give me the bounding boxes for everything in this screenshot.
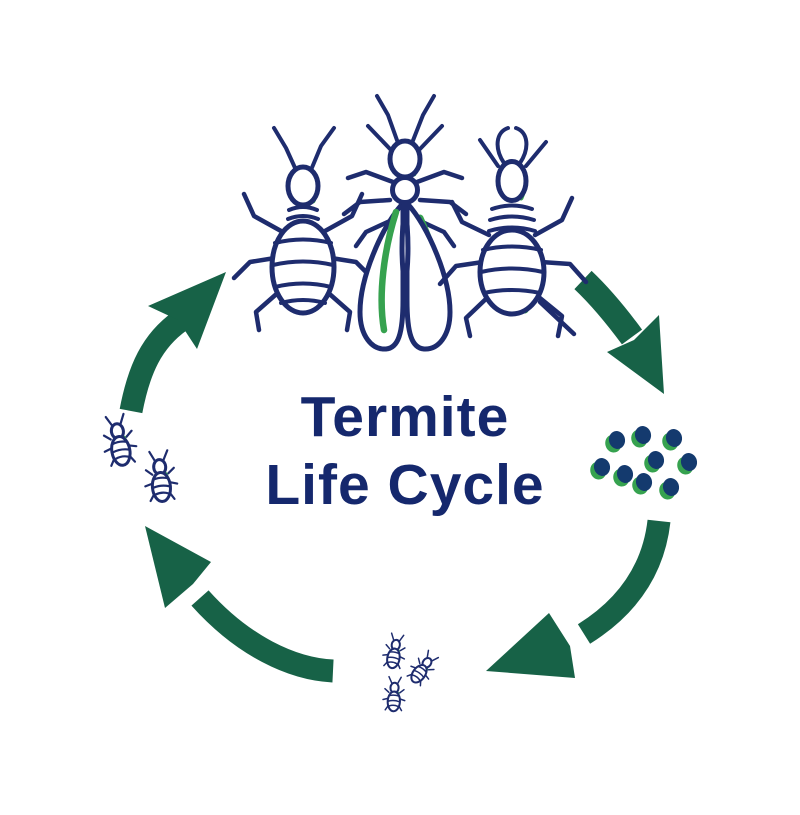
worker-segments [271, 237, 335, 305]
arrow-nymphs-to-adults-icon [119, 272, 226, 414]
larva [381, 675, 407, 713]
diagram-title: Termite Life Cycle [265, 385, 544, 517]
larvae-icon [379, 631, 444, 713]
larva [403, 646, 444, 690]
title-line-1: Termite [301, 385, 510, 449]
adult-termites-icon [231, 94, 589, 352]
arrow-eggs-to-larvae-icon [486, 519, 671, 678]
eggs-icon [590, 426, 698, 500]
soldier-thorax [487, 203, 537, 233]
arrow-adults-to-eggs-icon [574, 270, 664, 394]
nymphs-icon [97, 411, 181, 505]
alate-antennae [366, 94, 444, 152]
title-line-2: Life Cycle [265, 453, 544, 517]
larva [379, 631, 410, 671]
soldier-segments [479, 244, 545, 295]
egg-bodies [593, 426, 698, 496]
soldier-antennae [478, 126, 548, 168]
cycle-arrows [119, 270, 671, 683]
alate-termite-icon [341, 94, 469, 352]
arrow-larvae-to-nymphs-icon [145, 526, 334, 683]
soldier-legs [437, 195, 589, 339]
worker-antennae [272, 126, 336, 172]
nymph [140, 448, 181, 505]
soldier-termite-icon [437, 126, 589, 339]
nymph [97, 411, 141, 470]
worker-termite-icon [231, 126, 375, 333]
